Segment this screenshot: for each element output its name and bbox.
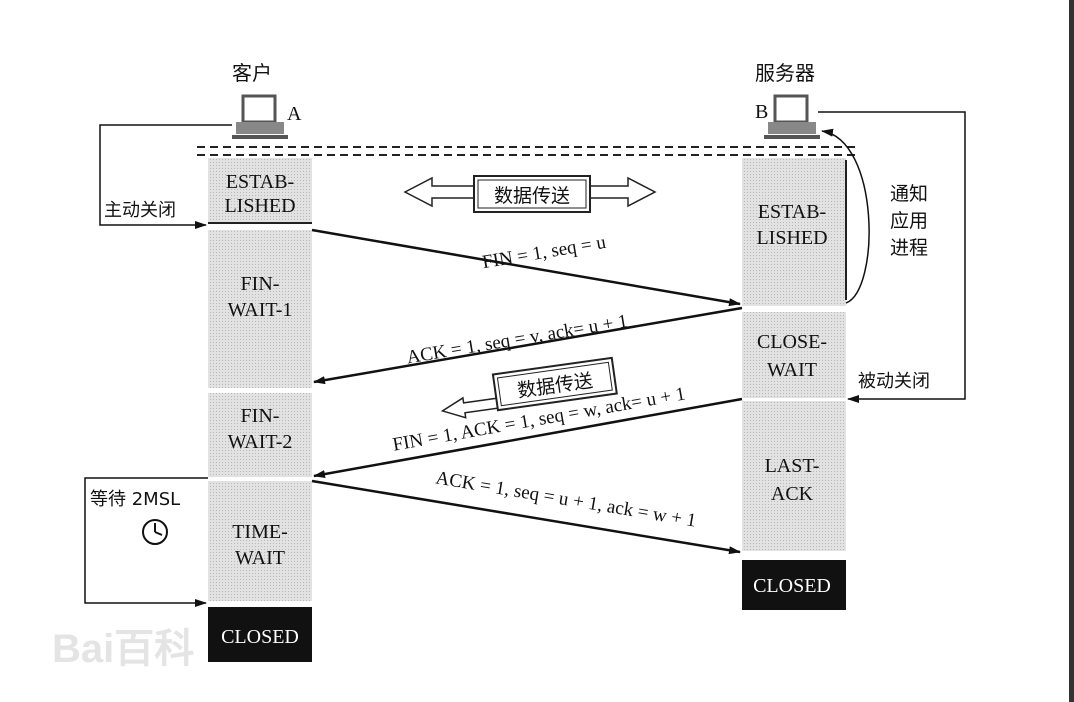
client-state-fin-wait-2: FIN- WAIT-2 (208, 393, 312, 477)
svg-text:LISHED: LISHED (756, 227, 827, 249)
fin-label: FIN = 1, seq = u (481, 232, 608, 273)
fin-arrow (311, 228, 741, 307)
data-transfer-arrow: 数据传送 (403, 175, 657, 213)
client-state-established: ESTAB- LISHED (208, 158, 312, 224)
svg-text:WAIT-1: WAIT-1 (228, 299, 293, 321)
server-state-close-wait: CLOSE- WAIT (742, 312, 846, 398)
svg-text:CLOSED: CLOSED (221, 626, 299, 648)
svg-text:WAIT: WAIT (235, 547, 285, 569)
server-state-closed: CLOSED (742, 560, 846, 610)
passive-close-arrow (818, 111, 966, 403)
svg-text:WAIT: WAIT (767, 359, 817, 381)
ack-arrow (313, 306, 743, 385)
client-state-fin-wait-1: FIN- WAIT-1 (208, 230, 312, 388)
server-state-last-ack: LAST- ACK (742, 401, 846, 551)
svg-text:数据传送: 数据传送 (494, 185, 570, 207)
client-state-closed: CLOSED (208, 607, 312, 662)
client-title: 客户 (232, 61, 272, 85)
clock-icon (142, 519, 168, 545)
fin-ack-arrow (313, 397, 743, 478)
final-ack-arrow (311, 479, 741, 555)
active-close-arrow (99, 124, 232, 229)
notify-label-1: 通知 (890, 183, 928, 205)
server-computer-icon (764, 94, 820, 139)
svg-text:ESTAB-: ESTAB- (226, 171, 294, 193)
svg-text:CLOSE-: CLOSE- (757, 331, 827, 353)
data-transfer-arrow-2: 数据传送 (440, 356, 618, 419)
svg-text:TIME-: TIME- (232, 521, 288, 543)
wait-2msl-label: 等待 2MSL (90, 489, 180, 510)
passive-close-label: 被动关闭 (858, 371, 930, 392)
client-host-label: A (287, 103, 302, 125)
baidu-watermark: Bai百科 (52, 627, 194, 671)
server-state-established: ESTAB- LISHED (742, 158, 847, 306)
time-wait-arrow (84, 477, 208, 607)
server-title: 服务器 (755, 61, 815, 85)
active-close-label: 主动关闭 (104, 200, 176, 221)
svg-text:ESTAB-: ESTAB- (758, 201, 826, 223)
client-state-time-wait: TIME- WAIT (208, 481, 312, 601)
notify-label-3: 进程 (890, 237, 928, 259)
svg-text:FIN-: FIN- (241, 273, 280, 295)
svg-text:CLOSED: CLOSED (753, 575, 831, 597)
notify-arrow (821, 128, 870, 304)
svg-text:LISHED: LISHED (224, 195, 295, 217)
client-computer-icon (232, 94, 288, 139)
notify-label-2: 应用 (890, 210, 928, 232)
server-host-label: B (755, 101, 768, 123)
svg-text:LAST-: LAST- (765, 455, 820, 477)
svg-text:ACK: ACK (771, 483, 814, 505)
svg-text:FIN-: FIN- (241, 405, 280, 427)
svg-text:WAIT-2: WAIT-2 (228, 431, 293, 453)
